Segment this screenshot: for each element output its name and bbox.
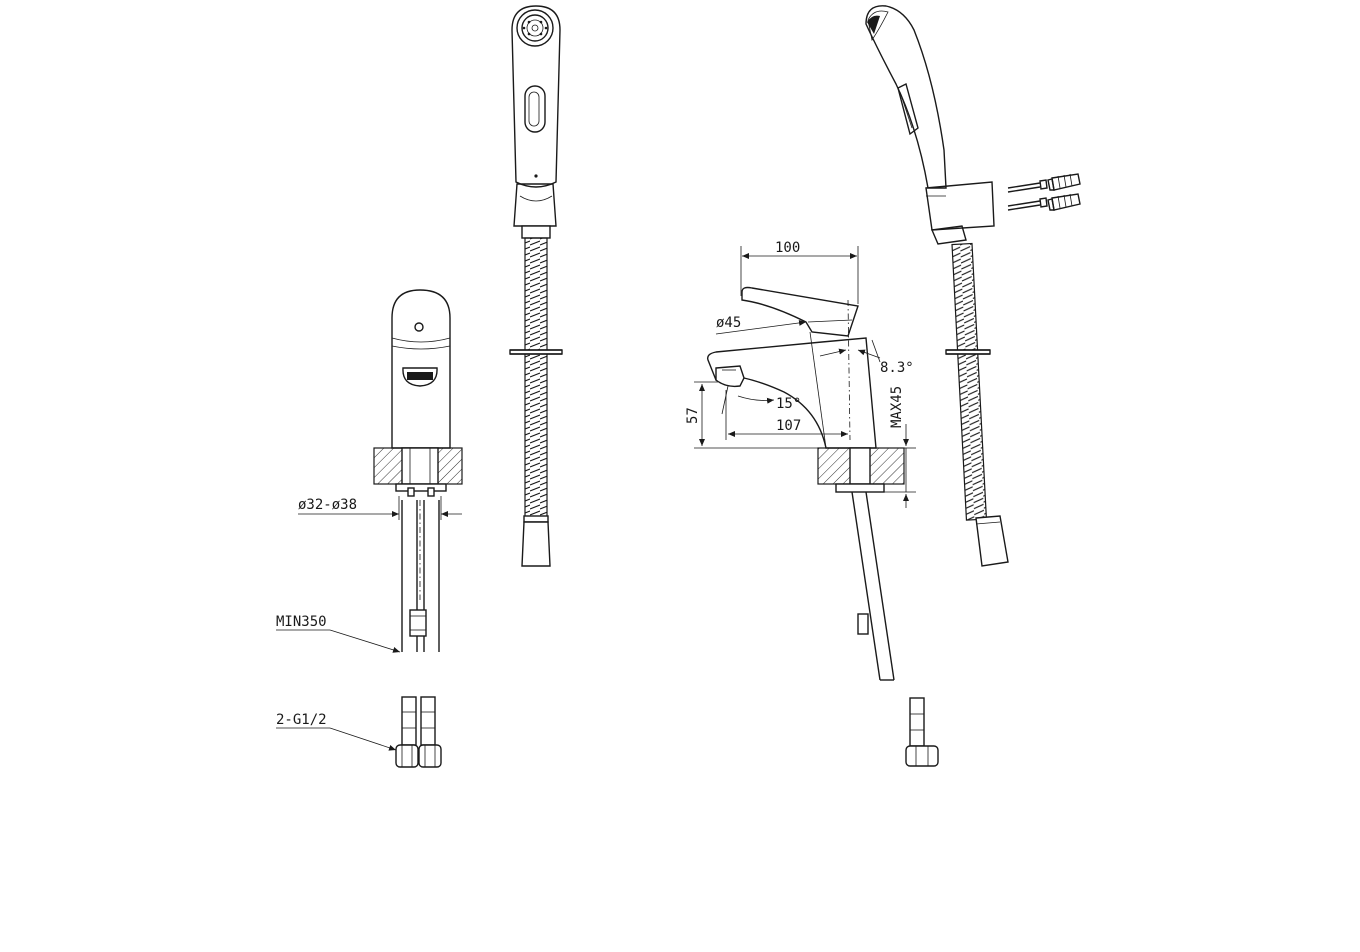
dimension-hole-diameter: ø32-ø38 [298, 496, 462, 520]
dimension-reach-107-label: 107 [776, 418, 801, 434]
dimension-hole-diameter-label: ø32-ø38 [298, 497, 357, 513]
dimension-dia-45: ø45 [715, 315, 807, 335]
mounting-screws [1007, 179, 1048, 211]
dimension-angle-8-3: 8.3° [819, 339, 914, 376]
dimension-height-57: 57 [685, 381, 820, 449]
callout-min-length-label: MIN350 [276, 614, 327, 630]
dimension-dia-45-label: ø45 [716, 315, 741, 331]
dimension-width-100-label: 100 [775, 240, 800, 256]
dimension-width-100: 100 [740, 240, 859, 304]
dimension-reach-107: 107 [725, 390, 848, 440]
side-view-tap [706, 286, 939, 767]
dimension-max-45-label: MAX45 [889, 386, 905, 428]
dimension-angle-15-label: 15° [776, 396, 801, 412]
hand-shower-front [509, 5, 563, 567]
dimension-height-57-label: 57 [685, 407, 701, 424]
dimension-angle-8-3-label: 8.3° [880, 360, 914, 376]
callout-thread: 2-G1/2 [276, 712, 397, 751]
front-view-tap [373, 289, 463, 768]
dimension-max-45: MAX45 [884, 386, 916, 508]
callout-thread-label: 2-G1/2 [276, 712, 327, 728]
wall-plugs [1047, 173, 1081, 211]
dimension-angle-15: 15° [721, 385, 801, 415]
callout-min-length: MIN350 [276, 614, 401, 653]
hand-shower-side [865, 5, 1009, 567]
